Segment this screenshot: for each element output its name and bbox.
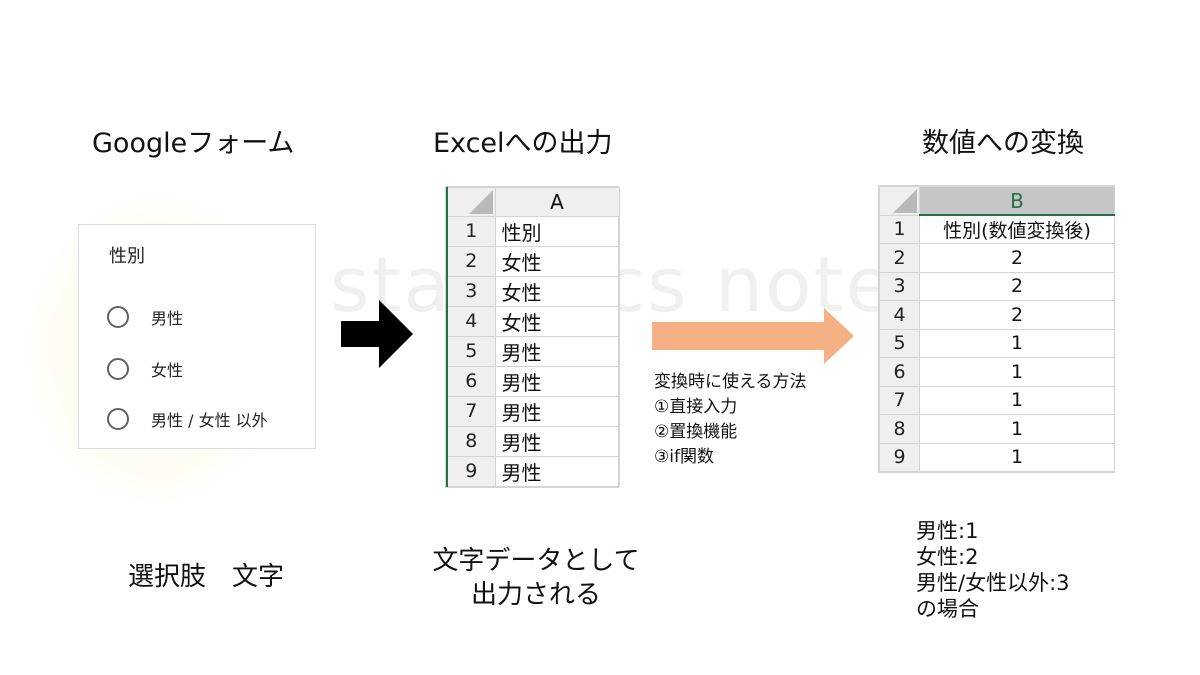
- cell[interactable]: 1: [919, 328, 1115, 358]
- google-form-card: 性別 男性 女性 男性 / 女性 以外: [78, 224, 316, 449]
- method-item: ③if関数: [654, 447, 714, 467]
- cell[interactable]: 1: [919, 357, 1115, 387]
- legend-item: 女性:2: [916, 545, 979, 569]
- radio-icon[interactable]: [107, 408, 129, 430]
- row-header[interactable]: 4: [879, 300, 920, 330]
- row-header[interactable]: 4: [446, 305, 496, 337]
- row-header[interactable]: 1: [879, 214, 920, 244]
- row-header[interactable]: 1: [446, 215, 496, 247]
- value-legend: 男性:1 女性:2 男性/女性以外:3 の場合: [916, 518, 1070, 622]
- row-header[interactable]: 9: [446, 455, 496, 487]
- row-header[interactable]: 3: [879, 271, 920, 301]
- option-label: 女性: [151, 361, 184, 380]
- cell[interactable]: 2: [919, 300, 1115, 330]
- row-header[interactable]: 5: [446, 335, 496, 367]
- row-header[interactable]: 8: [446, 425, 496, 457]
- form-question: 性別: [109, 246, 145, 267]
- row-header[interactable]: 9: [879, 442, 920, 472]
- row-header[interactable]: 2: [446, 245, 496, 277]
- conversion-arrow-icon: [652, 308, 854, 364]
- row-header[interactable]: 6: [879, 357, 920, 387]
- cell[interactable]: 2: [919, 243, 1115, 273]
- caption-form: 選択肢 文字: [128, 562, 285, 592]
- row-header[interactable]: 7: [879, 385, 920, 415]
- cell[interactable]: 性別(数値変換後): [919, 214, 1115, 244]
- cell[interactable]: 2: [919, 271, 1115, 301]
- legend-item: 男性/女性以外:3: [916, 571, 1070, 595]
- heading-google-form: Googleフォーム: [92, 128, 295, 159]
- heading-numeric-conversion: 数値への変換: [922, 128, 1084, 159]
- cell[interactable]: 1: [919, 442, 1115, 472]
- row-header[interactable]: 8: [879, 414, 920, 444]
- row-header[interactable]: 7: [446, 395, 496, 427]
- cell[interactable]: 女性: [494, 305, 620, 337]
- form-option-other[interactable]: 男性 / 女性 以外: [107, 405, 268, 433]
- cell[interactable]: 1: [919, 414, 1115, 444]
- method-item: ①直接入力: [654, 397, 738, 417]
- column-header-a[interactable]: A: [494, 187, 620, 217]
- legend-item: 男性:1: [916, 519, 979, 543]
- select-all-corner[interactable]: [879, 186, 920, 216]
- cell[interactable]: 男性: [494, 335, 620, 367]
- caption-excel: 文字データとして 出力される: [420, 544, 652, 612]
- legend-item: の場合: [916, 597, 979, 621]
- option-label: 男性: [151, 309, 184, 328]
- radio-icon[interactable]: [107, 358, 129, 380]
- select-all-corner[interactable]: [446, 187, 496, 217]
- form-option-female[interactable]: 女性: [107, 355, 183, 383]
- row-header[interactable]: 5: [879, 328, 920, 358]
- row-header[interactable]: 3: [446, 275, 496, 307]
- cell[interactable]: 女性: [494, 275, 620, 307]
- caption-line: 文字データとして: [432, 546, 640, 576]
- right-arrow-icon: [341, 300, 413, 368]
- caption-line: 出力される: [470, 580, 601, 610]
- option-label: 男性 / 女性 以外: [151, 411, 268, 430]
- heading-excel-output: Excelへの出力: [433, 128, 613, 159]
- radio-icon[interactable]: [107, 306, 129, 328]
- row-header[interactable]: 2: [879, 243, 920, 273]
- column-header-b[interactable]: B: [919, 186, 1115, 216]
- cell[interactable]: 男性: [494, 425, 620, 457]
- cell[interactable]: 性別: [494, 215, 620, 247]
- method-item: ②置換機能: [654, 422, 738, 442]
- methods-title: 変換時に使える方法: [654, 372, 807, 392]
- row-header[interactable]: 6: [446, 365, 496, 397]
- cell[interactable]: 男性: [494, 455, 620, 487]
- conversion-methods: 変換時に使える方法 ①直接入力 ②置換機能 ③if関数: [654, 370, 807, 470]
- cell[interactable]: 男性: [494, 365, 620, 397]
- cell[interactable]: 1: [919, 385, 1115, 415]
- form-option-male[interactable]: 男性: [107, 303, 183, 331]
- cell[interactable]: 女性: [494, 245, 620, 277]
- cell[interactable]: 男性: [494, 395, 620, 427]
